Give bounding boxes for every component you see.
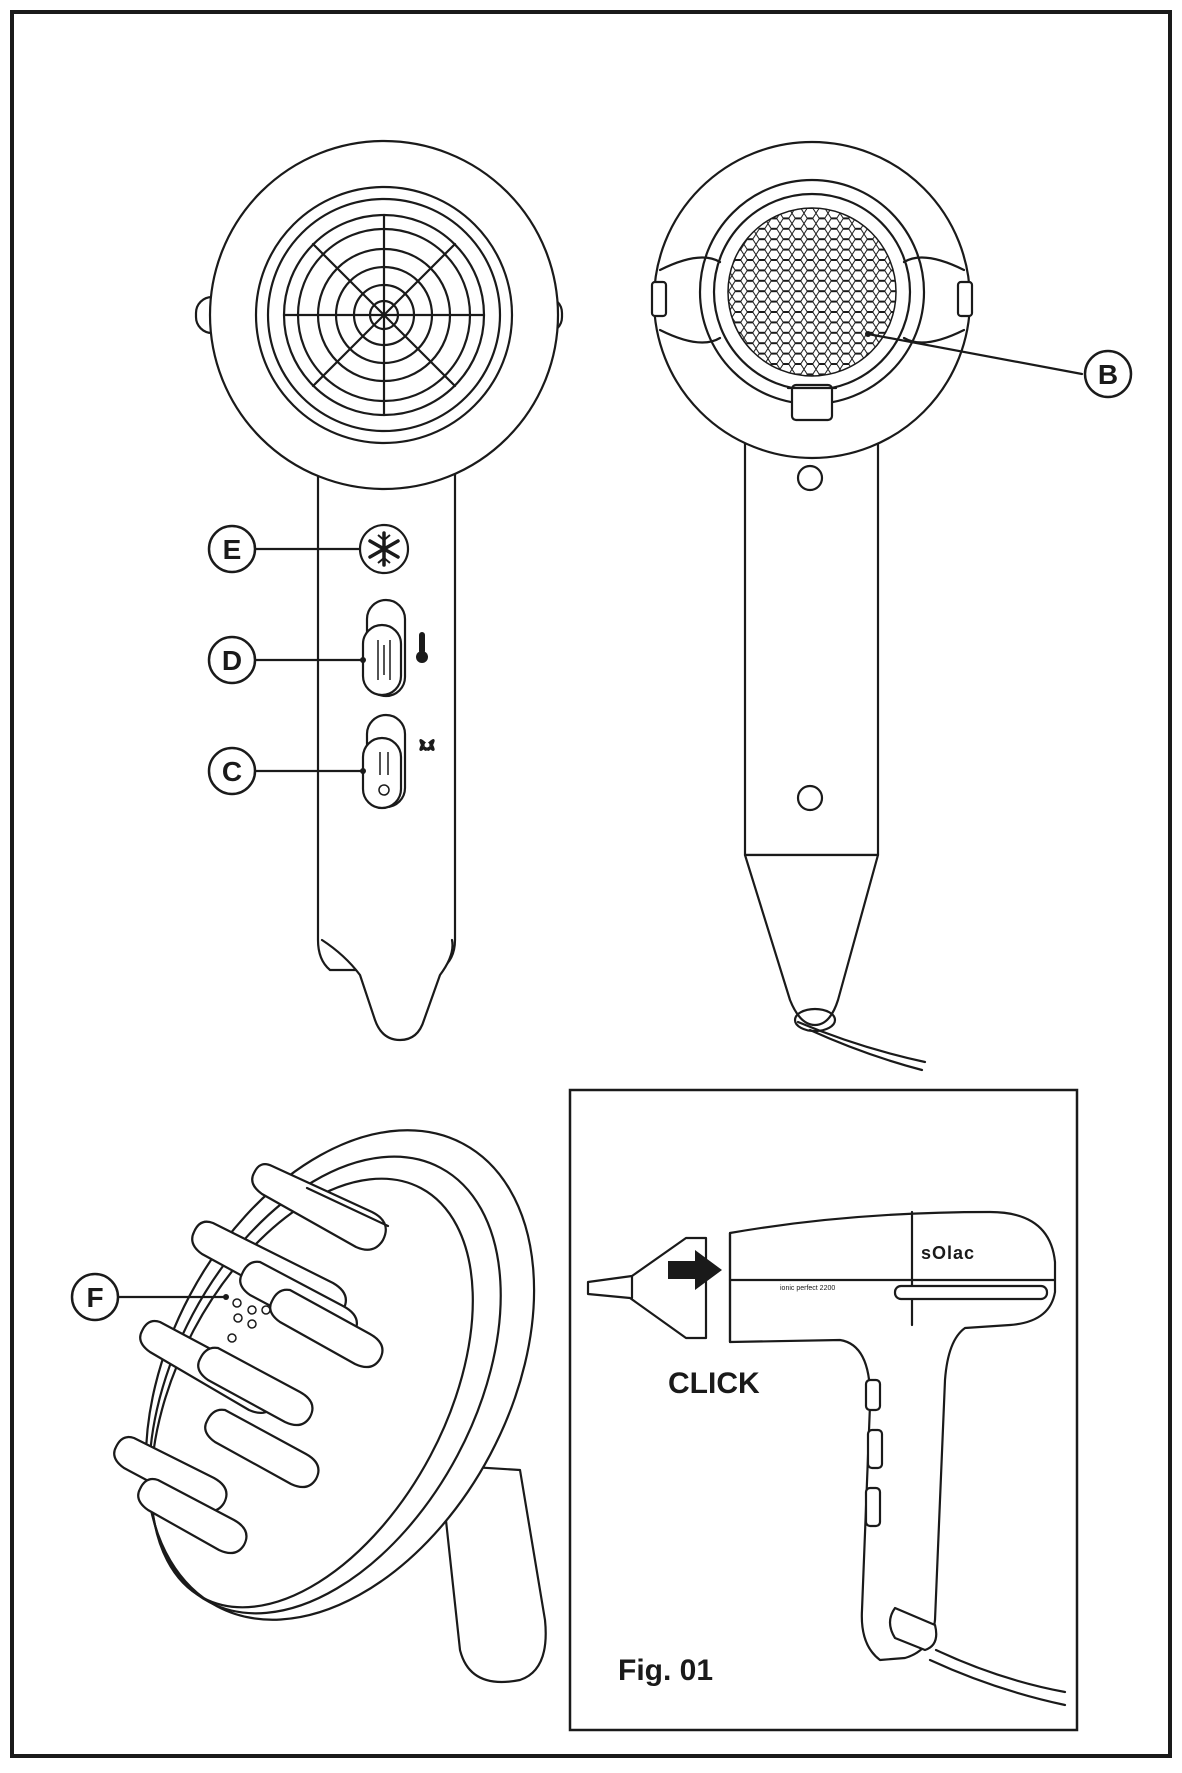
callout-c: C <box>207 746 257 796</box>
dryer-body <box>728 1210 1057 1662</box>
dryer-handle-switch-3 <box>864 1486 882 1528</box>
leader-line-b <box>866 332 1084 376</box>
callout-b-label: B <box>1098 359 1118 390</box>
diffuser-collar <box>438 1463 547 1684</box>
back-handle <box>743 438 880 857</box>
thermometer-icon <box>416 632 428 663</box>
dryer-brand-text: sOlac <box>921 1243 975 1263</box>
figure-label: Fig. 01 <box>618 1654 713 1687</box>
dryer-model-text: ionic perfect 2200 <box>780 1285 835 1292</box>
figure-panel-frame <box>568 1088 1079 1732</box>
dryer-back-view: B <box>650 140 1133 1072</box>
back-handle-tip <box>743 853 880 1027</box>
front-handle-tip <box>320 938 454 1042</box>
back-lower-hole <box>796 784 824 812</box>
front-grille <box>282 213 486 417</box>
back-filter-latch <box>790 383 834 422</box>
click-label: CLICK <box>668 1367 760 1400</box>
mesh-filter <box>727 207 897 377</box>
back-upper-hole <box>796 464 824 492</box>
dryer-side-view: ionic perfect 2200 sOlac <box>728 1210 1067 1707</box>
heat-switch-slider <box>361 623 403 697</box>
callout-c-label: C <box>222 756 242 787</box>
dryer-handle-switch-1 <box>864 1378 882 1412</box>
back-tab-right <box>956 280 974 318</box>
back-tab-left <box>650 280 668 318</box>
front-head-inner-ring <box>254 185 514 445</box>
dryer-front-view: E D C <box>194 139 564 1042</box>
diffuser: F <box>70 1129 547 1684</box>
dryer-air-slot <box>893 1284 1049 1301</box>
fan-switch-slider <box>361 736 403 810</box>
callout-f-label: F <box>86 1282 103 1313</box>
callout-b: B <box>1083 349 1133 399</box>
callout-e-label: E <box>223 534 242 565</box>
callout-e: E <box>207 524 257 574</box>
power-cord <box>796 1020 927 1072</box>
figure-panel: ionic perfect 2200 sOlac CLICK Fig. 01 <box>568 1088 1079 1732</box>
dryer-handle-switch-2 <box>866 1428 884 1470</box>
dryer-hang-loop <box>888 1606 938 1652</box>
callout-d-label: D <box>222 645 242 676</box>
dryer-side-cord <box>928 1648 1067 1707</box>
diffuser-air-holes <box>227 1283 271 1343</box>
callout-f: F <box>70 1272 120 1322</box>
page-border <box>10 10 1172 1758</box>
diffuser-fingers <box>113 1163 390 1555</box>
arrow-right-icon <box>668 1250 722 1290</box>
power-cord-ring <box>793 1007 837 1033</box>
fan-icon <box>419 739 435 751</box>
snowflake-icon <box>368 531 400 567</box>
callout-d: D <box>207 635 257 685</box>
